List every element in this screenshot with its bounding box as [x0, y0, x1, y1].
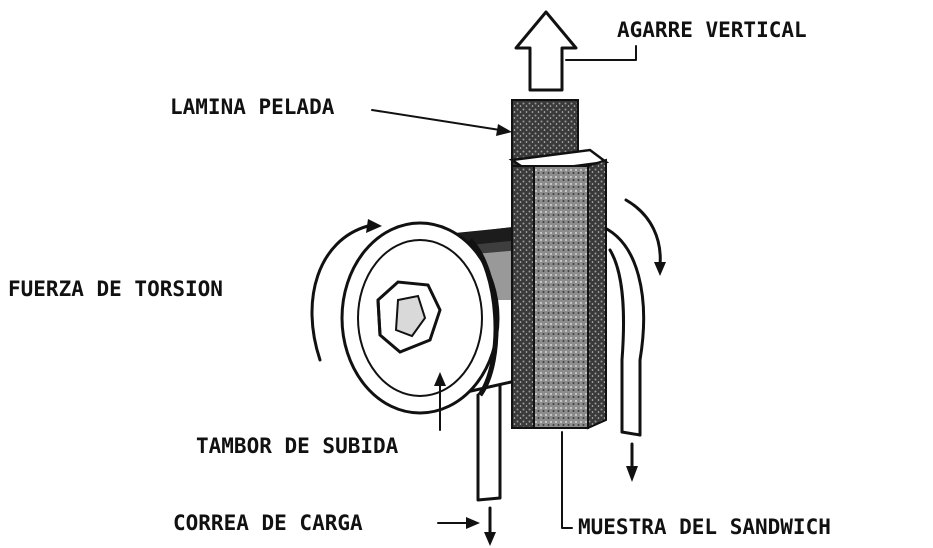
label-load-strap: CORREA DE CARGA — [173, 511, 363, 535]
leader-peeled-sheet — [371, 109, 512, 136]
leader-climbing-drum — [434, 372, 446, 431]
label-sandwich-specimen: MUESTRA DEL SANDWICH — [578, 515, 831, 539]
label-vertical-grip: AGARRE VERTICAL — [617, 18, 807, 42]
leader-load-strap — [437, 517, 480, 529]
label-torsion-force: FUERZA DE TORSION — [8, 277, 223, 301]
torsion-arrow-left — [310, 219, 382, 362]
load-strap-left — [476, 383, 502, 502]
load-arrow-left — [484, 506, 496, 546]
load-strap-right — [596, 223, 646, 437]
label-climbing-drum: TAMBOR DE SUBIDA — [196, 434, 399, 458]
load-arrow-right — [626, 442, 638, 482]
label-peeled-sheet: LAMINA PELADA — [170, 95, 335, 119]
leader-vertical-grip — [565, 45, 637, 61]
leader-sandwich-specimen — [561, 431, 573, 529]
sandwich-specimen — [508, 148, 610, 430]
torsion-arrow-right — [624, 198, 666, 276]
vertical-grip-arrow — [514, 10, 578, 92]
hex-hub — [376, 280, 442, 354]
